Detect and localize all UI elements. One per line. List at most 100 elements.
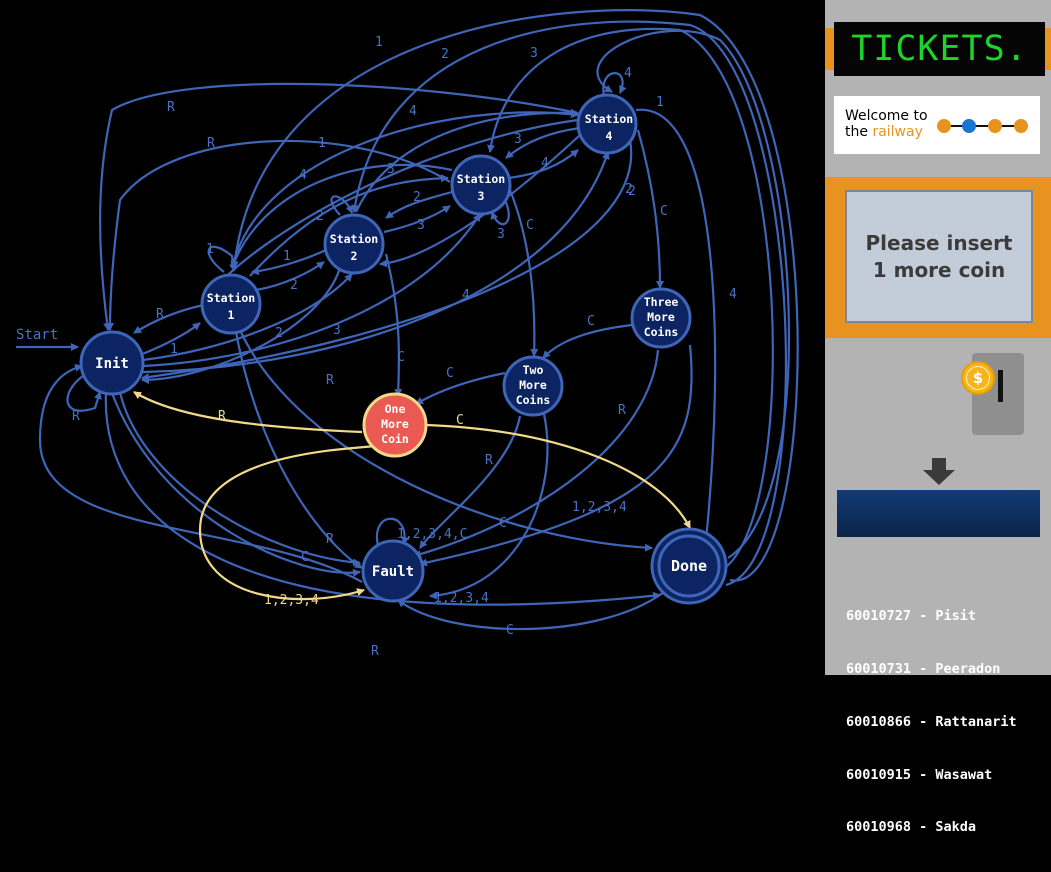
edge-label: C xyxy=(499,516,507,531)
edge xyxy=(142,151,610,374)
edge-label: 1 xyxy=(283,249,291,264)
state-station-4[interactable]: Station 4 xyxy=(576,93,638,155)
state-label: Station xyxy=(585,112,634,126)
state-label: Fault xyxy=(372,564,414,580)
edge xyxy=(490,199,510,226)
arrow-down-icon xyxy=(923,458,955,485)
edge-label: 3 xyxy=(333,323,341,338)
edge xyxy=(330,195,354,216)
edge-label: 1 xyxy=(206,242,214,257)
state-diagram: 1 2 3 4 1 R R 4 4 3 3 4 1 1 2 2 2 2 3 C … xyxy=(16,9,799,659)
state-label: Three xyxy=(644,295,679,309)
edge-label: 3 xyxy=(417,218,425,233)
edge-label: 4 xyxy=(462,288,470,303)
edge-label: C xyxy=(397,350,405,365)
edge xyxy=(375,517,410,547)
edge xyxy=(141,267,342,384)
edge-label: 2 xyxy=(628,184,636,199)
display-text: TICKETS. xyxy=(851,29,1028,69)
edge-label: 2 xyxy=(441,47,449,62)
edge-label: 3 xyxy=(497,227,505,242)
start-label: Start xyxy=(16,327,58,343)
edge xyxy=(230,9,799,582)
member-line: 60010968 - Sakda xyxy=(846,819,977,836)
edge xyxy=(205,118,579,299)
state-label: Station xyxy=(457,172,506,186)
coin-icon[interactable]: $ xyxy=(961,361,995,395)
state-label: 1 xyxy=(228,308,235,322)
edge-label: R xyxy=(326,532,334,547)
edge-label: C xyxy=(587,314,595,329)
ticket-tray[interactable] xyxy=(837,490,1040,537)
edge-label: R xyxy=(207,136,215,151)
state-label: More xyxy=(647,310,675,324)
edge xyxy=(239,329,653,552)
edge xyxy=(385,190,453,219)
edge xyxy=(413,349,660,558)
edge xyxy=(104,391,661,606)
edge xyxy=(487,27,774,571)
state-station-3[interactable]: Station 3 xyxy=(450,154,512,216)
edge-label: 1 xyxy=(656,95,664,110)
edge xyxy=(38,363,363,583)
edge xyxy=(397,591,665,631)
prompt-line-2: 1 more coin xyxy=(872,257,1006,282)
state-done[interactable]: Done xyxy=(650,527,728,605)
edge xyxy=(429,413,549,600)
state-station-1[interactable]: Station 1 xyxy=(200,273,262,335)
edge xyxy=(249,174,449,277)
state-three-more-coins[interactable]: Three More Coins xyxy=(630,287,692,349)
state-label: More xyxy=(381,417,409,431)
edge-label: 1,2,3,4 xyxy=(572,500,627,515)
edge xyxy=(66,373,102,412)
edge xyxy=(110,392,361,577)
edge xyxy=(234,331,363,569)
state-fault[interactable]: Fault xyxy=(361,539,425,603)
edge-label: 4 xyxy=(541,156,549,171)
edge xyxy=(133,391,363,434)
edge-label: R xyxy=(156,307,164,322)
edge-label: C xyxy=(506,623,514,638)
edge-label: 3 xyxy=(514,132,522,147)
edge-label: 2 xyxy=(290,278,298,293)
edge xyxy=(255,261,325,292)
state-label: 2 xyxy=(351,249,358,263)
edge-label: R xyxy=(72,409,80,424)
state-one-more-coin[interactable]: One More Coin xyxy=(362,392,428,458)
edge-label: C xyxy=(660,204,668,219)
edge-label: 1,2,3,4 xyxy=(434,591,489,606)
edge xyxy=(142,273,353,362)
edge-label: 2 xyxy=(316,209,324,224)
edge-label: 4 xyxy=(409,104,417,119)
edge-label: C xyxy=(446,366,454,381)
member-line: 60010866 - Rattanarit xyxy=(846,713,1017,730)
edge xyxy=(419,344,693,567)
state-station-2[interactable]: Station 2 xyxy=(323,213,385,275)
railway-line-icon xyxy=(937,119,1028,133)
state-label: One xyxy=(385,402,406,416)
state-two-more-coins[interactable]: Two More Coins xyxy=(502,355,564,417)
edge xyxy=(383,205,451,234)
state-init[interactable]: Init xyxy=(79,330,145,396)
edge xyxy=(505,126,581,159)
edge xyxy=(230,110,579,269)
edge-label: 1 xyxy=(170,342,178,357)
state-label: Init xyxy=(95,356,129,372)
edge xyxy=(384,253,403,397)
edge-label: R xyxy=(485,453,493,468)
edge-label: 1 xyxy=(318,136,326,151)
edge xyxy=(542,323,633,359)
edge xyxy=(355,108,579,213)
edge-label: R xyxy=(167,100,175,115)
edge xyxy=(198,444,379,601)
edge xyxy=(142,213,481,368)
edge xyxy=(636,129,664,289)
edge-label: 2 xyxy=(275,326,283,341)
edge-label: R xyxy=(326,373,334,388)
edge-label: 1,2,3,4,C xyxy=(397,527,467,542)
edge xyxy=(99,82,579,331)
edge-label: R xyxy=(618,403,626,418)
edge xyxy=(133,303,205,334)
edge xyxy=(379,134,581,268)
prompt-line-1: Please insert xyxy=(865,230,1013,255)
